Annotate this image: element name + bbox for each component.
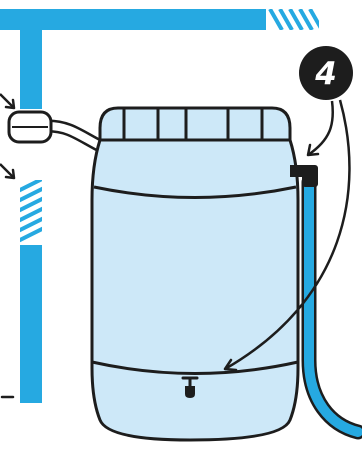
step-badge: 4 xyxy=(299,46,353,100)
barrel-top-rim xyxy=(98,106,292,142)
barrel-lower-band xyxy=(91,360,299,375)
downspout xyxy=(0,9,42,403)
downspout-hatch xyxy=(20,180,42,245)
spigot-icon xyxy=(181,376,199,398)
arrow-left-lower xyxy=(0,163,15,179)
gutter-hatch xyxy=(266,9,319,30)
step-badge-number: 4 xyxy=(314,56,337,92)
arrow-to-overflow xyxy=(307,100,334,157)
barrel-body xyxy=(90,138,300,442)
diverter-fitting xyxy=(7,110,53,144)
overflow-elbow xyxy=(290,165,318,187)
rain-barrel xyxy=(90,106,300,442)
arrow-to-spigot xyxy=(224,99,351,371)
barrel-upper-band xyxy=(93,185,297,199)
roof-gutter xyxy=(0,9,319,30)
arrow-left-upper xyxy=(0,93,15,109)
